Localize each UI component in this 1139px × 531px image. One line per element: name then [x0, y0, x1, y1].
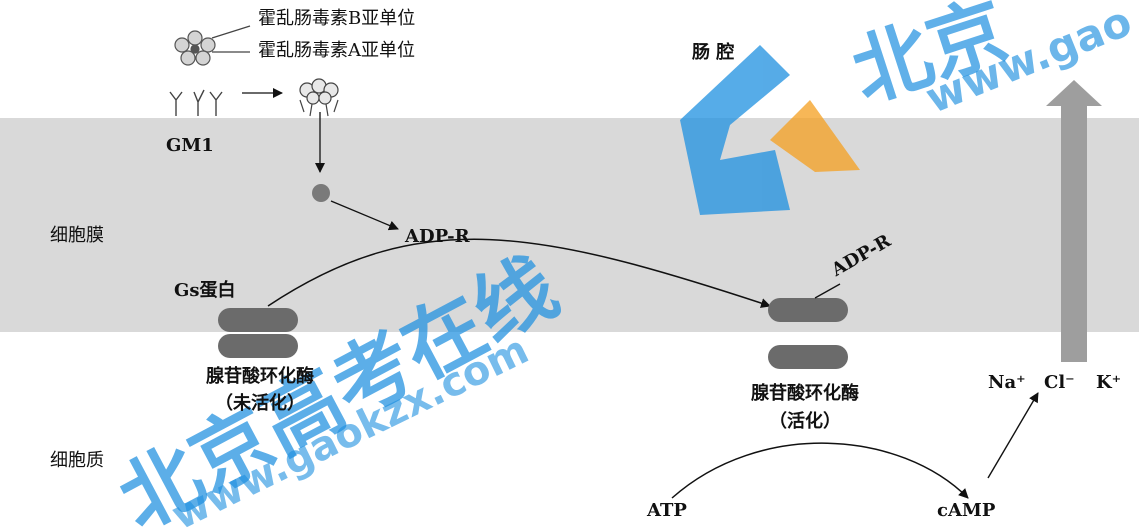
ac-active-upper	[768, 298, 848, 322]
camp-label: cAMP	[937, 502, 995, 520]
gm1-label: GM1	[166, 137, 214, 155]
lumen-label: 肠 腔	[692, 44, 734, 62]
gs-protein-upper	[218, 308, 298, 332]
atp-label: ATP	[647, 502, 687, 520]
gm1-receptor-icon	[170, 90, 222, 116]
ac-inactive-label: 腺苷酸环化酶	[200, 368, 320, 386]
toxin-b-leader-line	[212, 26, 250, 38]
ac-inactive-state: （未活化）	[200, 395, 320, 413]
ac-active-state: （活化）	[745, 413, 865, 431]
membrane-label: 细胞膜	[50, 227, 104, 245]
ac-active-label: 腺苷酸环化酶	[745, 385, 865, 403]
camp-ion-arrow	[988, 393, 1038, 478]
cytoplasm-label: 细胞质	[50, 452, 104, 470]
toxin-b-subunit-icon	[175, 31, 215, 65]
gs-protein-label: Gs蛋白	[174, 282, 236, 300]
adp-r-label-top: ADP-R	[405, 228, 470, 246]
toxin-a-fragment	[312, 184, 330, 202]
cl-ion-label: Cl⁻	[1044, 374, 1075, 392]
ac-active-lower	[768, 345, 848, 369]
toxin-a-label: 霍乱肠毒素A亚单位	[258, 42, 415, 60]
bound-toxin-complex-icon	[300, 79, 338, 116]
atp-camp-curve-arrow	[672, 443, 968, 498]
k-ion-label: K⁺	[1096, 374, 1121, 392]
toxin-b-label: 霍乱肠毒素B亚单位	[258, 10, 415, 28]
na-ion-label: Na⁺	[988, 374, 1026, 392]
